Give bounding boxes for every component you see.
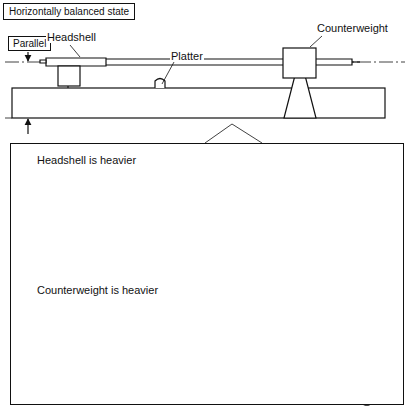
stylus bbox=[67, 86, 68, 88]
parallel-box: Parallel bbox=[8, 36, 51, 51]
part-label: Counterweight bbox=[316, 22, 389, 34]
finger-lift bbox=[40, 60, 46, 63]
cartridge bbox=[58, 66, 80, 86]
leader-line bbox=[310, 36, 322, 47]
part-label: Platter bbox=[170, 50, 204, 62]
node-text: Headshell is heavier bbox=[35, 154, 138, 166]
inset-box: Headshell is heavierCounterweight is hea… bbox=[10, 143, 404, 405]
node-text: Horizontally balanced state bbox=[9, 6, 129, 17]
parallel-arrow bbox=[27, 52, 28, 61]
platter bbox=[12, 88, 385, 118]
headshell bbox=[46, 58, 106, 66]
arm-end bbox=[352, 61, 360, 62]
parallel-arrow bbox=[27, 119, 28, 134]
counterweight bbox=[283, 48, 316, 78]
heading-box: Horizontally balanced state bbox=[3, 3, 135, 20]
inset-pointer bbox=[205, 124, 262, 143]
leader-line bbox=[162, 62, 174, 84]
spindle bbox=[155, 79, 165, 89]
leader-line bbox=[70, 45, 80, 57]
part-label: Headshell bbox=[46, 31, 97, 43]
node-text: Counterweight is heavier bbox=[35, 284, 160, 296]
base-line bbox=[5, 118, 12, 119]
node-text: Parallel bbox=[13, 38, 46, 49]
